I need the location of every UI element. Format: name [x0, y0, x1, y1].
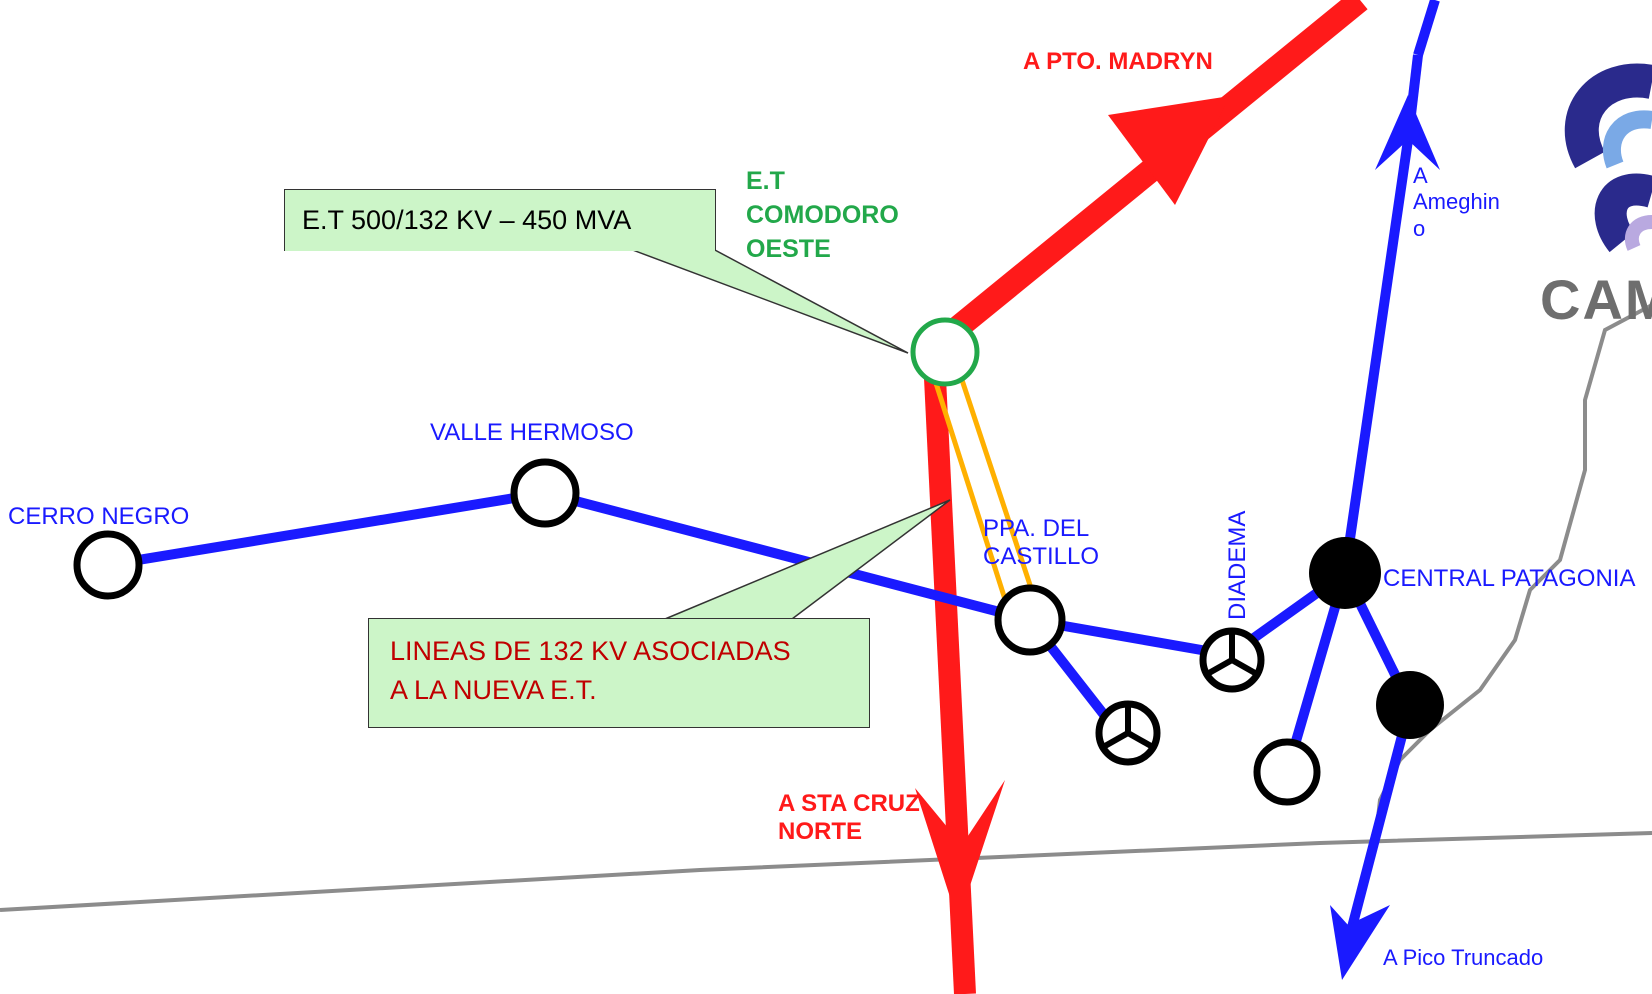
- line-132kv-new-1: [932, 379, 1013, 616]
- node-comodoro-oeste: [910, 317, 980, 387]
- label-ppa-del-castillo-line-1: PPA. DEL: [983, 515, 1090, 542]
- label-central-patagonia: CENTRAL PATAGONIA: [1383, 565, 1636, 592]
- logo-graphic: [1564, 63, 1652, 253]
- station-label-line-3: OESTE: [746, 234, 831, 263]
- node-ppa-del-castillo: [994, 584, 1066, 656]
- label-diadema: DIADEMA: [1224, 510, 1251, 620]
- label-a-sta-cruz-line-1: A STA CRUZ: [778, 790, 920, 817]
- label-a-pico-truncado: A Pico Truncado: [1383, 945, 1544, 970]
- label-valle-hermoso: VALLE HERMOSO: [430, 419, 634, 446]
- callout-new-lines-text-1: LINEAS DE 132 KV ASOCIADAS: [390, 636, 791, 666]
- node-central-patagonia: [1309, 537, 1381, 609]
- network-lines: [107, 0, 1440, 937]
- arrow-sta-cruz: [915, 780, 1005, 922]
- line-plant2-pico: [1345, 703, 1415, 937]
- arrow-pico-truncado: [1330, 905, 1390, 980]
- wind-generator-diadema: [1199, 627, 1265, 693]
- label-a-pto-madryn: A PTO. MADRYN: [1023, 48, 1213, 75]
- label-a-ameghino-line-3: o: [1413, 215, 1426, 241]
- node-valle-hermoso: [510, 458, 580, 528]
- arrow-ameghino: [1375, 95, 1440, 170]
- station-label-line-2: COMODORO: [746, 200, 899, 229]
- callout-pointer-lines: [664, 499, 951, 620]
- callout-station-spec-text: E.T 500/132 KV – 450 MVA: [302, 205, 632, 235]
- label-ppa-del-castillo: PPA. DEL CASTILLO: [983, 515, 1099, 570]
- boundary-line-horizontal: [0, 831, 1652, 912]
- station-label-line-1: E.T: [746, 167, 785, 195]
- arrow-madryn: [1108, 96, 1230, 205]
- callout-station-spec: E.T 500/132 KV – 450 MVA: [284, 189, 716, 251]
- label-cerro-negro: CERRO NEGRO: [8, 503, 190, 530]
- line-central-ameghino: [1340, 139, 1413, 574]
- node-unnamed-south: [1253, 738, 1321, 806]
- wind-generator-castillo: [1095, 700, 1161, 766]
- label-ppa-del-castillo-line-2: CASTILLO: [983, 542, 1100, 570]
- line-cerro-valle: [107, 488, 546, 570]
- logo-text: CAM: [1540, 268, 1652, 331]
- callout-new-lines-text-2: A LA NUEVA E.T.: [390, 675, 597, 705]
- line-valle-castillo: [543, 488, 1032, 625]
- label-a-ameghino: A Ameghin o: [1413, 163, 1500, 242]
- callout-new-lines: LINEAS DE 132 KV ASOCIADAS A LA NUEVA E.…: [368, 618, 870, 728]
- label-a-sta-cruz: A STA CRUZ NORTE: [778, 790, 920, 845]
- label-a-ameghino-line-2: Ameghin: [1413, 189, 1500, 215]
- line-ameghino-top2: [1413, 0, 1440, 57]
- node-power-plant-2: [1376, 671, 1444, 739]
- label-a-ameghino-line-1: A: [1413, 163, 1428, 188]
- station-label: E.T COMODORO OESTE: [746, 165, 899, 266]
- line-132kv-new-2: [959, 379, 1038, 601]
- label-a-sta-cruz-line-2: NORTE: [778, 817, 862, 845]
- node-cerro-negro: [73, 530, 143, 600]
